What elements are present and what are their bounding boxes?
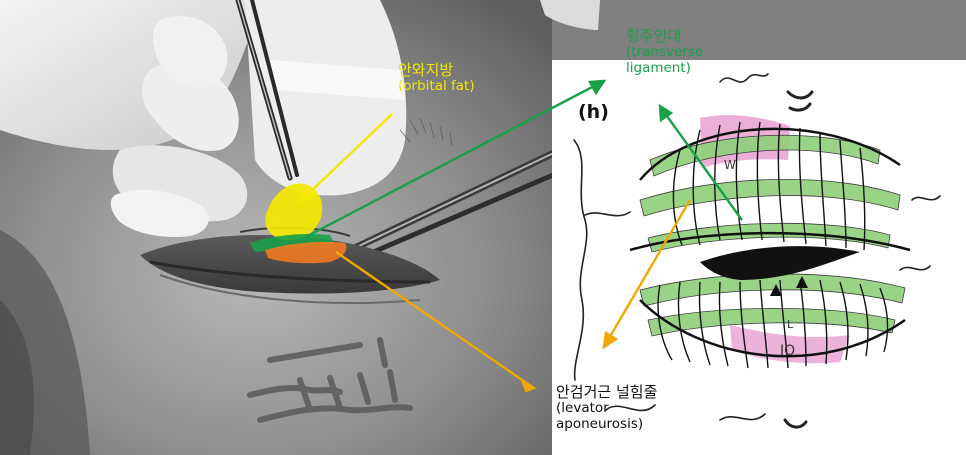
label-levator-en-1: (levator bbox=[556, 400, 609, 417]
label-levator-ko: 안검거근 널힘줄 bbox=[556, 383, 658, 401]
diagram-label-w: W bbox=[724, 158, 736, 172]
levator-aponeurosis-highlight bbox=[265, 241, 347, 264]
label-orbital-fat-en: (orbital fat) bbox=[398, 78, 475, 95]
label-ligament-en-1: (transverse bbox=[626, 44, 704, 61]
eye-opening bbox=[700, 246, 860, 280]
marker-lines bbox=[247, 337, 413, 423]
label-orbital-fat-ko: 안와지방 bbox=[398, 61, 454, 79]
transverse-ligament-highlight bbox=[250, 233, 335, 252]
arrows bbox=[297, 79, 743, 393]
label-orbital-fat: 안와지방 (orbital fat) bbox=[398, 61, 475, 95]
label-ligament-ko: 횡주인대 bbox=[626, 27, 682, 45]
forceps bbox=[235, 0, 299, 181]
diagram-panel-label: (h) bbox=[578, 101, 609, 123]
eyelid bbox=[140, 226, 440, 304]
anatomy-diagram bbox=[552, 60, 966, 455]
label-transverse-ligament: 횡주인대 (transverse ligament) bbox=[626, 27, 704, 76]
diagram-label-l: L bbox=[787, 318, 794, 331]
diagram-label-io: IO bbox=[780, 343, 796, 359]
label-levator-en-2: aponeurosis) bbox=[556, 415, 644, 432]
gauze bbox=[110, 0, 407, 238]
label-levator-aponeurosis: 안검거근 널힘줄 (levator aponeurosis) bbox=[556, 383, 658, 432]
label-ligament-en-2: ligament) bbox=[626, 59, 691, 76]
scissors bbox=[336, 146, 564, 265]
